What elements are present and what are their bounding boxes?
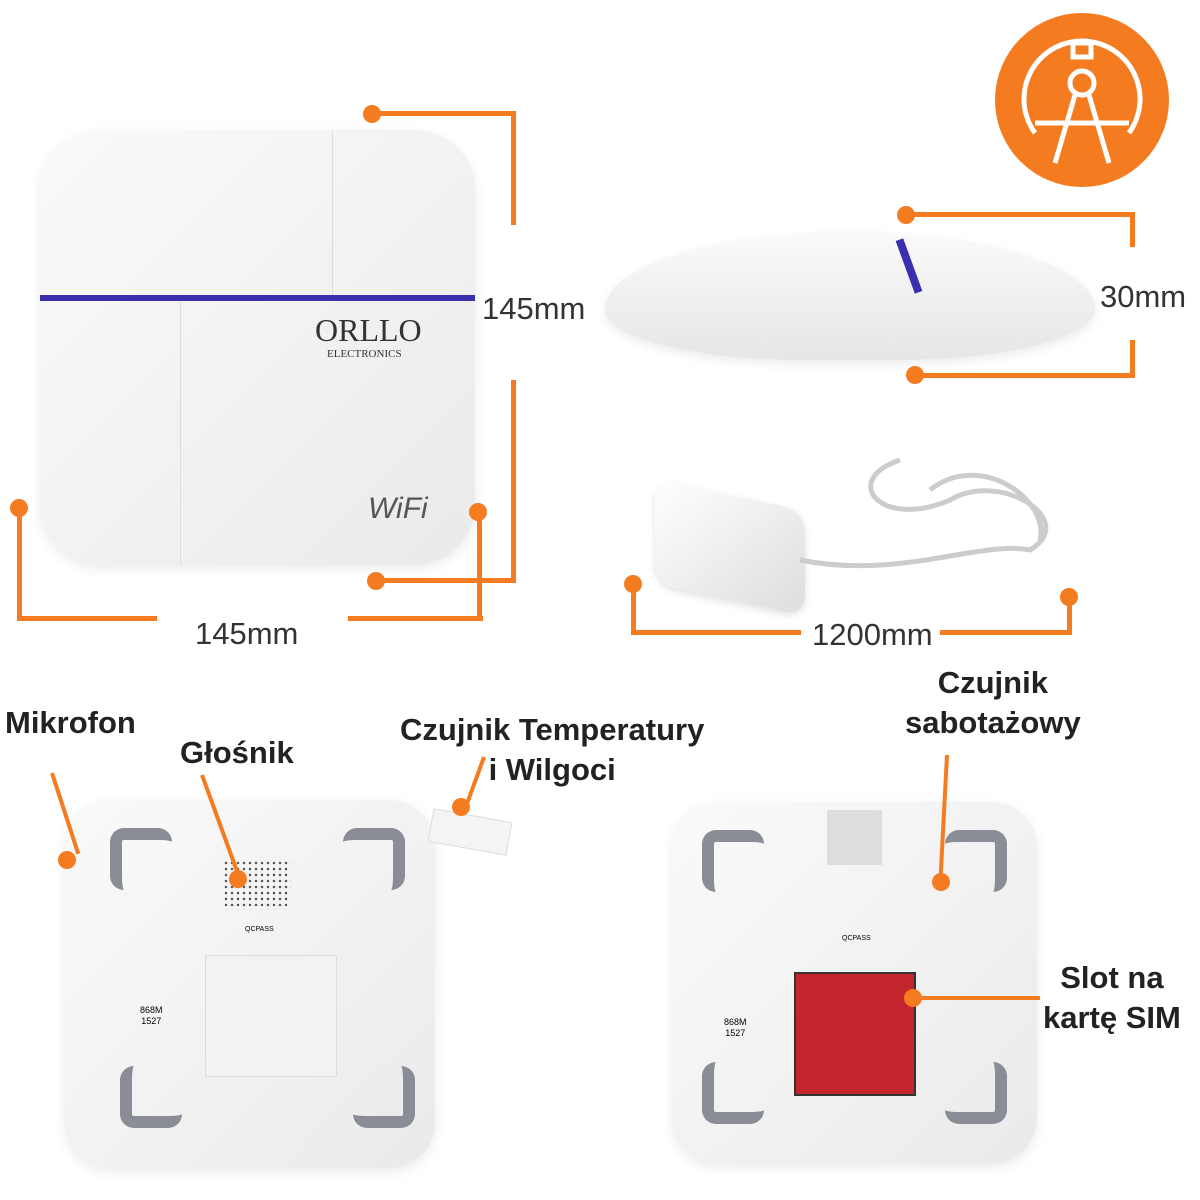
wifi-label: WiFi [368, 492, 428, 525]
power-cable [799, 457, 1049, 569]
depth-label: 30mm [1100, 279, 1187, 314]
battery-cover [205, 955, 337, 1077]
sensor-probe [427, 808, 513, 856]
front-device: ORLLO ELECTRONICS WiFi [40, 130, 475, 565]
led-strip [40, 295, 475, 301]
width-label: 145mm [195, 616, 299, 651]
mic-label: Mikrofon [5, 705, 136, 740]
compass-measure-icon [995, 13, 1169, 187]
cable-length-label: 1200mm [812, 617, 933, 652]
sim-board [794, 972, 916, 1096]
height-label: 145mm [482, 291, 586, 326]
brand-logo: ORLLO [315, 312, 422, 348]
qc-sticker: QCPASS [842, 935, 871, 942]
qc-sticker: QCPASS [245, 926, 274, 933]
brand-sub: ELECTRONICS [327, 348, 402, 360]
speaker-label: Głośnik [180, 735, 294, 770]
side-device [605, 232, 1095, 360]
